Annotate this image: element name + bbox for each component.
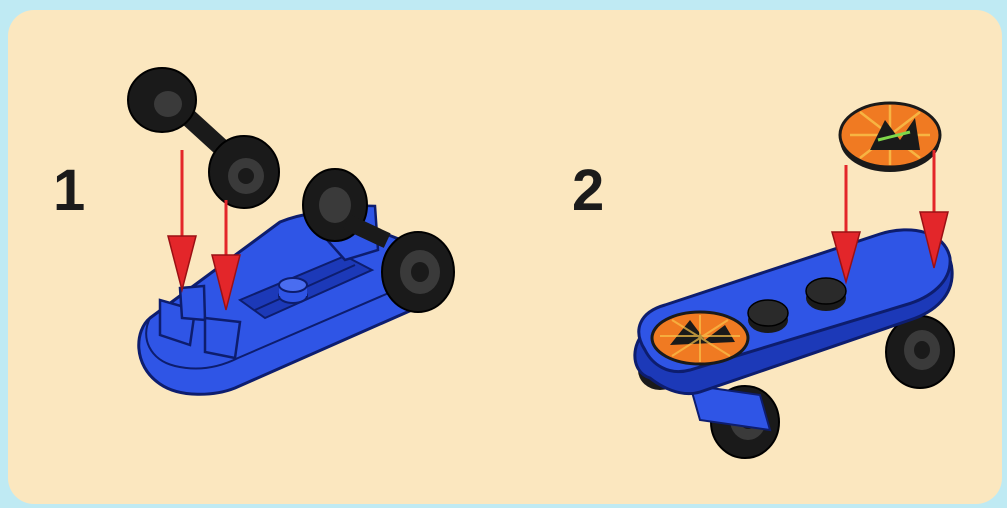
step-1-illustration [128, 68, 454, 394]
deck-sticker-icon [652, 312, 748, 364]
wheel-axle-icon [128, 68, 279, 208]
tile-sticker-icon [840, 103, 940, 172]
step-2-illustration [635, 103, 954, 458]
